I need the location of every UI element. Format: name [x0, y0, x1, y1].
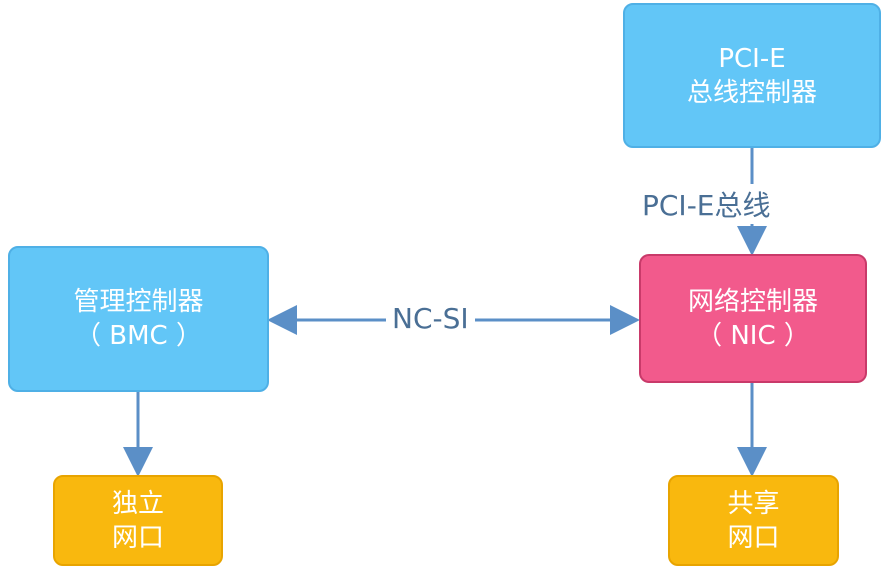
bmc-node: 管理控制器 （ BMC ）: [8, 246, 269, 392]
node-label: PCI-E: [718, 43, 786, 74]
node-label: 管理控制器: [73, 287, 204, 317]
node-label: 独立: [111, 488, 164, 519]
nic-node: 网络控制器 （ NIC ）: [639, 254, 867, 383]
node-label: （ BMC ）: [75, 321, 202, 351]
pcie-bus-label: PCI-E总线: [636, 184, 777, 224]
node-label: 网口: [111, 522, 164, 553]
ncsi-label: NC-SI: [386, 302, 475, 335]
node-label: （ NIC ）: [696, 320, 810, 351]
node-label: 网口: [727, 522, 780, 553]
dedicated-port-node: 独立 网口: [53, 475, 223, 566]
node-label: 共享: [727, 488, 780, 519]
node-label: 总线控制器: [686, 77, 817, 108]
shared-port-node: 共享 网口: [668, 475, 839, 566]
node-label: 网络控制器: [687, 286, 818, 317]
pcie-controller-node: PCI-E 总线控制器: [623, 3, 881, 148]
